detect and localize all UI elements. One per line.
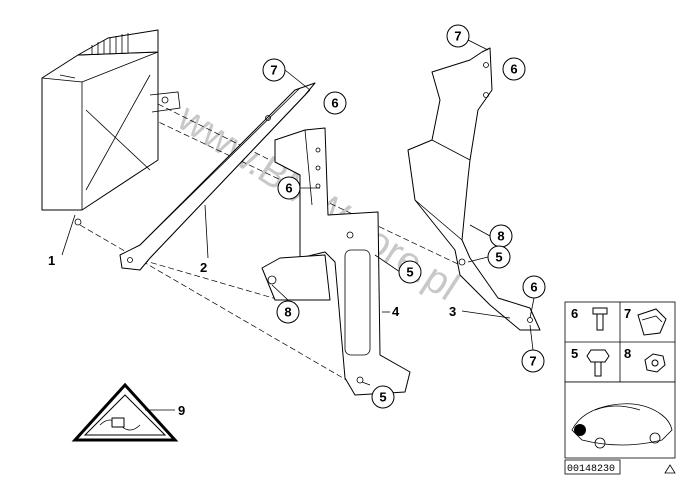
svg-text:6: 6 [285,181,292,196]
callout-6-top-right: 6 [502,57,526,81]
clip-nut-icon [637,308,667,336]
car-location-thumbnail [564,381,676,459]
callout-7-right: 7 [521,324,545,373]
callout-8-left: 8 [271,284,300,324]
legend-label-8: 8 [624,346,631,361]
legend-label-5: 5 [571,346,578,361]
svg-text:7: 7 [270,63,277,78]
callout-5-right: 5 [467,245,511,269]
svg-text:6: 6 [331,96,338,111]
svg-text:6: 6 [530,280,537,295]
hardware-legend: 6 7 5 8 [564,301,676,383]
svg-text:5: 5 [406,265,413,280]
svg-text:9: 9 [178,403,185,418]
part-label-4: 4 [382,304,400,319]
callout-6-right: 6 [522,275,546,319]
svg-text:6: 6 [510,62,517,77]
part-label-9: 9 [145,403,185,418]
bracket-part-2 [119,82,316,271]
svg-text:2: 2 [200,260,207,275]
legend-label-6: 6 [571,306,578,321]
warning-label-part-9 [71,382,179,442]
control-unit-part-1 [41,29,169,226]
callout-6-top-center: 6 [323,91,347,115]
hex-nut-icon [644,353,666,373]
svg-text:5: 5 [379,390,386,405]
svg-text:4: 4 [392,304,400,319]
svg-text:8: 8 [284,305,291,320]
bolt-icon [586,349,610,377]
part-label-1: 1 [48,214,76,268]
svg-text:8: 8 [497,229,504,244]
callout-8-right: 8 [469,224,513,248]
svg-text:00148230: 00148230 [567,464,615,475]
callout-5-bottom: 5 [361,381,395,409]
callout-7-top-center: 7 [262,58,311,91]
bracket-part-4 [261,127,411,396]
screw-small [149,91,181,113]
location-marker-icon [574,424,586,436]
callout-7-top-right: 7 [446,24,489,51]
triangle-icon [664,464,676,474]
diagram-code: 00148230 [564,459,676,475]
svg-text:3: 3 [449,304,456,319]
screw-icon [592,307,608,331]
svg-text:7: 7 [529,354,536,369]
svg-text:7: 7 [454,29,461,44]
legend-label-7: 7 [624,306,631,321]
part-label-2: 2 [200,204,209,275]
svg-text:1: 1 [48,253,55,268]
callout-6-middle: 6 [277,176,320,200]
callout-5-center: 5 [374,254,422,284]
svg-text:5: 5 [495,250,502,265]
bracket-part-3 [407,47,541,331]
part-label-3: 3 [449,304,511,319]
